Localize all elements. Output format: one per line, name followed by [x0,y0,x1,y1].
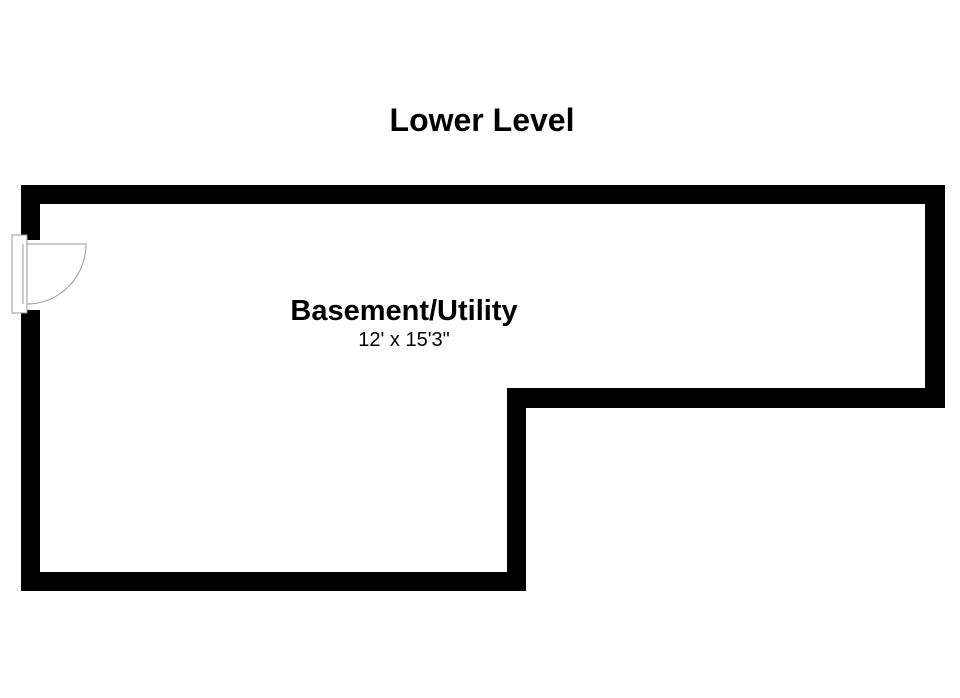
room-dimensions: 12' x 15'3" [358,329,449,351]
room-name: Basement/Utility [290,295,517,327]
door-icon [11,234,87,314]
floor-title: Lower Level [389,102,575,138]
exterior-walls [21,185,945,591]
